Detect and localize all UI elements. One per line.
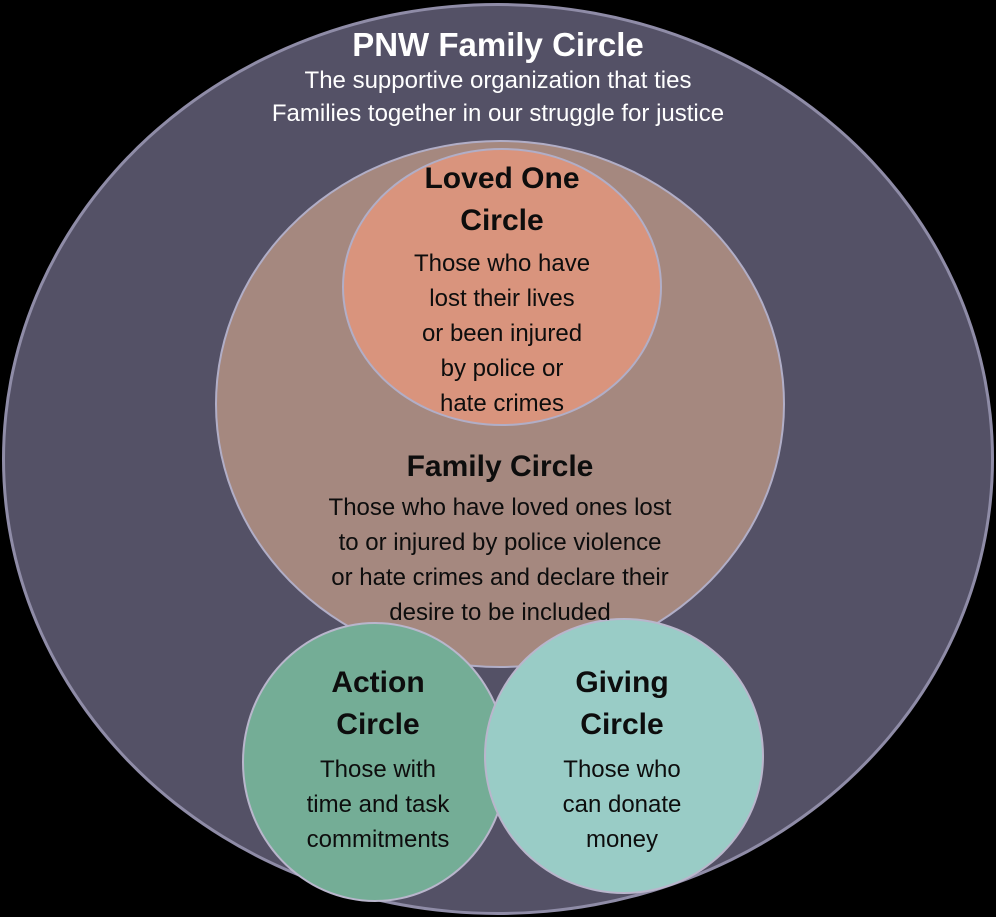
giving-circle-description: Those who can donate money [562,756,682,853]
loved-one-circle [342,148,662,426]
action-circle [242,622,508,902]
outer-circle-subtitle: The supportive organization that ties Fa… [271,67,725,127]
loved-one-circle-description: Those who have lost their lives or been … [413,250,591,417]
family-circle-title: Family Circle [406,450,594,483]
giving-circle [484,618,764,894]
loved-one-circle-title: Loved One Circle [424,162,580,237]
family-circle-description: Those who have loved ones lost to or inj… [328,494,672,626]
outer-circle-title: PNW Family Circle [352,26,644,63]
action-circle-description: Those with time and task commitments [306,756,450,853]
action-circle-title: Action Circle [331,666,425,741]
giving-circle-title: Giving Circle [575,666,669,741]
